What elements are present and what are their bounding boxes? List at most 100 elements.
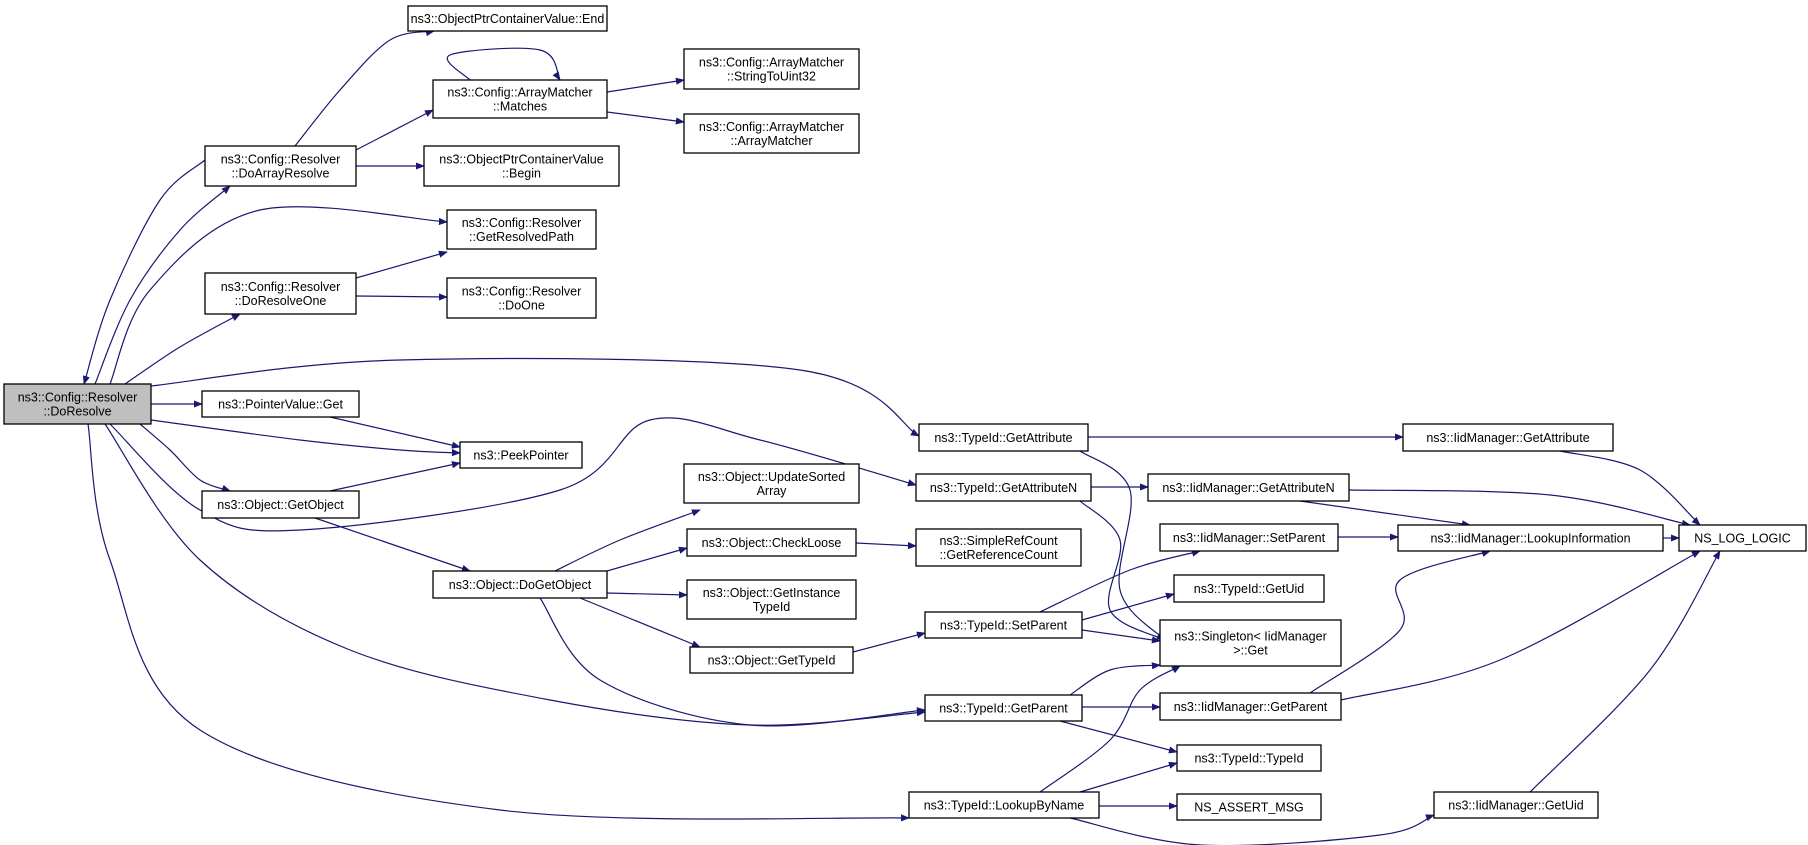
edge-doresolveone-to-doone [355, 293, 448, 301]
node-label-line: Array [757, 484, 788, 498]
node-box [1176, 744, 1322, 772]
node-checkloose[interactable]: ns3::Object::CheckLoose [686, 528, 857, 557]
node-begin[interactable]: ns3::ObjectPtrContainerValue::Begin [423, 145, 620, 187]
node-box [446, 277, 597, 319]
node-dogetobject[interactable]: ns3::Object::DoGetObject [432, 570, 608, 599]
edge-doresolve-to-lookupbyname [87, 423, 910, 822]
node-matches[interactable]: ns3::Config::ArrayMatcher::Matches [432, 79, 608, 119]
node-label-line: ns3::IidManager::SetParent [1173, 531, 1326, 545]
node-label-line: ns3::IidManager::LookupInformation [1430, 532, 1630, 546]
node-label-line: ns3::ObjectPtrContainerValue [439, 153, 603, 167]
node-doresolve[interactable]: ns3::Config::Resolver::DoResolve [3, 383, 152, 425]
node-singleton_get[interactable]: ns3::Singleton< IidManager>::Get [1159, 619, 1342, 667]
node-iid_getattribute[interactable]: ns3::IidManager::GetAttribute [1402, 423, 1614, 452]
edge-doresolve-to-getattributen [109, 417, 917, 532]
node-setparent[interactable]: ns3::TypeId::SetParent [924, 611, 1083, 639]
edge-getparent-to-typeid_typeid [1059, 720, 1178, 754]
node-box [201, 390, 360, 418]
node-box [446, 209, 597, 250]
node-label-line: ns3::Object::DoGetObject [449, 578, 592, 592]
node-box [1402, 423, 1614, 452]
edge-iid_getattributen-to-ns_log_logic [1348, 489, 1691, 527]
node-iid_getparent[interactable]: ns3::IidManager::GetParent [1159, 692, 1342, 721]
edge-getobject-to-peekpointer [329, 461, 461, 492]
node-label-line: ::DoOne [498, 299, 545, 313]
node-box [924, 611, 1083, 639]
node-label-line: ::DoResolveOne [235, 294, 327, 308]
node-arraymatcher[interactable]: ns3::Config::ArrayMatcher::ArrayMatcher [683, 113, 860, 154]
node-label-line: ns3::TypeId::GetAttribute [934, 431, 1072, 445]
edge-dogetobject-to-objgettypeid [579, 597, 701, 648]
node-label-line: ns3::TypeId::GetParent [939, 702, 1068, 716]
edge-iid_getparent-to-iid_lookupinformation [1309, 550, 1491, 694]
node-label-line: ns3::IidManager::GetAttribute [1426, 431, 1589, 445]
edge-doresolve-to-getresolvedpath [109, 206, 448, 385]
node-box [432, 79, 608, 119]
edge-dogetobject-to-getparent [539, 597, 926, 727]
node-label-line: ns3::Config::Resolver [462, 216, 582, 230]
edge-matches-to-stringtouint32 [606, 77, 685, 93]
node-label-line: >::Get [1233, 644, 1268, 658]
edge-doresolve-to-doresolveone [124, 313, 241, 385]
edge-iid_getparent-to-ns_log_logic [1340, 550, 1701, 701]
node-label-line: NS_LOG_LOGIC [1694, 532, 1791, 546]
node-getresolvedpath[interactable]: ns3::Config::Resolver::GetResolvedPath [446, 209, 597, 250]
node-doresolveone[interactable]: ns3::Config::Resolver::DoResolveOne [204, 272, 357, 315]
node-iid_getuid[interactable]: ns3::IidManager::GetUid [1433, 791, 1599, 819]
node-label-line: ns3::Config::ArrayMatcher [699, 56, 844, 70]
node-typeid_getuid[interactable]: ns3::TypeId::GetUid [1173, 574, 1325, 603]
node-typeid_typeid[interactable]: ns3::TypeId::TypeId [1176, 744, 1322, 772]
node-label-line: ns3::TypeId::GetAttributeN [930, 481, 1077, 495]
node-iid_lookupinformation[interactable]: ns3::IidManager::LookupInformation [1397, 524, 1664, 552]
edge-doarrayresolve-to-end [294, 29, 435, 147]
node-box [1433, 791, 1599, 819]
node-box [1147, 473, 1350, 502]
edge-getobject-to-dogetobject [314, 517, 471, 572]
node-getparent[interactable]: ns3::TypeId::GetParent [924, 694, 1083, 722]
edge-doresolve-to-getattribute [150, 357, 920, 437]
edge-iid_getattributen-to-iid_lookupinformation [1299, 500, 1471, 528]
node-box [689, 646, 854, 674]
node-peekpointer[interactable]: ns3::PeekPointer [459, 441, 583, 469]
node-box [423, 145, 620, 187]
edge-dogetobject-to-checkloose [606, 546, 688, 572]
node-iid_setparent[interactable]: ns3::IidManager::SetParent [1159, 523, 1339, 552]
node-label-line: ns3::TypeId::SetParent [940, 619, 1068, 633]
node-label-line: ns3::PeekPointer [473, 449, 568, 463]
edge-setparent-to-singleton_get [1081, 629, 1161, 644]
node-stringtouint32[interactable]: ns3::Config::ArrayMatcher::StringToUint3… [683, 48, 860, 90]
node-getreferencecount[interactable]: ns3::SimpleRefCount::GetReferenceCount [915, 528, 1082, 567]
node-label-line: TypeId [753, 600, 791, 614]
node-lookupbyname[interactable]: ns3::TypeId::LookupByName [908, 791, 1100, 819]
edge-iid_getuid-to-ns_log_logic [1529, 550, 1721, 793]
node-ns_log_logic[interactable]: NS_LOG_LOGIC [1678, 524, 1807, 552]
node-box [918, 423, 1089, 452]
node-objgettypeid[interactable]: ns3::Object::GetTypeId [689, 646, 854, 674]
edge-getattributen-to-singleton_get [1079, 500, 1166, 641]
node-label-line: ns3::IidManager::GetAttributeN [1162, 481, 1334, 495]
node-label-line: ::StringToUint32 [727, 70, 816, 84]
node-getobject[interactable]: ns3::Object::GetObject [201, 490, 360, 519]
node-doarrayresolve[interactable]: ns3::Config::Resolver::DoArrayResolve [204, 145, 357, 187]
node-pointervalueget[interactable]: ns3::PointerValue::Get [201, 390, 360, 418]
node-label-line: ::Matches [493, 100, 547, 114]
node-box [204, 272, 357, 315]
node-box [1159, 523, 1339, 552]
node-label-line: ns3::Config::Resolver [18, 391, 138, 405]
node-label-line: ::ArrayMatcher [731, 134, 813, 148]
node-getattributen[interactable]: ns3::TypeId::GetAttributeN [915, 473, 1092, 502]
node-doone[interactable]: ns3::Config::Resolver::DoOne [446, 277, 597, 319]
node-box [683, 113, 860, 154]
node-end[interactable]: ns3::ObjectPtrContainerValue::End [407, 5, 608, 32]
node-iid_getattributen[interactable]: ns3::IidManager::GetAttributeN [1147, 473, 1350, 502]
node-getattribute[interactable]: ns3::TypeId::GetAttribute [918, 423, 1089, 452]
node-box [683, 48, 860, 90]
node-label-line: ns3::Config::ArrayMatcher [699, 120, 844, 134]
node-label-line: ns3::SimpleRefCount [939, 534, 1058, 548]
edge-matches-to-arraymatcher [606, 111, 685, 125]
node-ns_assert_msg[interactable]: NS_ASSERT_MSG [1176, 793, 1322, 821]
edge-doresolve-to-doarrayresolve [94, 185, 231, 385]
